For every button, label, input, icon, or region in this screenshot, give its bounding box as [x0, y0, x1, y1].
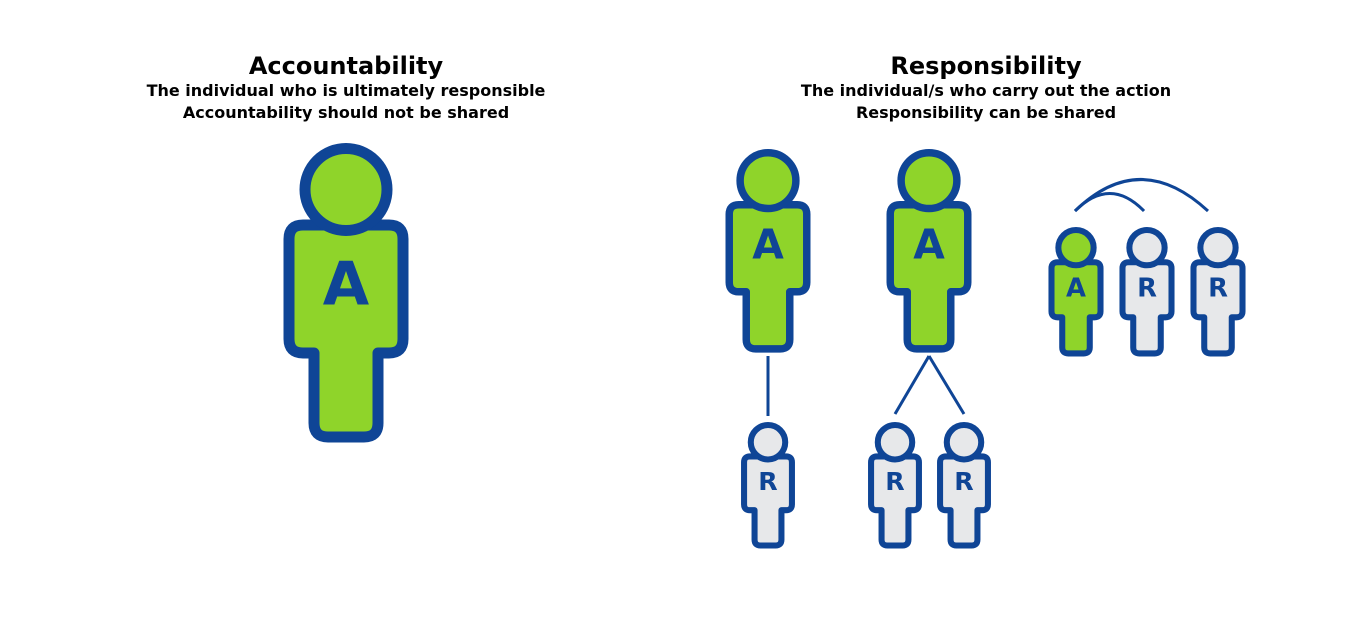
person-accountable-peer-head — [1055, 226, 1097, 269]
person-responsible-shared-1-head — [874, 421, 916, 463]
person-accountable-peer-letter: A — [1066, 273, 1086, 303]
accountability-desc-line2: Accountability should not be shared — [182, 103, 510, 122]
connector-a-to-r-left — [893, 355, 931, 415]
person-responsible-peer-2: R — [1190, 226, 1246, 357]
person-accountable-single-letter: A — [752, 221, 784, 269]
person-responsible-single-head — [747, 421, 789, 463]
responsibility-desc-line2: Responsibility can be shared — [855, 103, 1117, 122]
person-responsible-peer-2-letter: R — [1208, 273, 1228, 303]
responsibility-heading: Responsibility The individual/s who carr… — [736, 52, 1236, 124]
person-responsible-shared-1-body — [868, 453, 922, 549]
person-responsible-shared-1: R — [868, 421, 922, 549]
person-responsible-peer-1-body — [1119, 259, 1175, 357]
person-accountable-shared-head — [897, 148, 961, 213]
connector-arc-long — [1073, 178, 1210, 213]
accountability-title: Accountability — [248, 52, 444, 80]
person-accountable-shared-body — [886, 201, 972, 353]
accountability-heading: Accountability The individual who is ult… — [96, 52, 596, 124]
person-responsible-single: R — [741, 421, 795, 549]
person-accountable-shared-letter: A — [913, 221, 945, 269]
person-accountable-shared: A — [886, 148, 972, 353]
person-accountable-main-head — [299, 143, 393, 236]
person-accountable-single: A — [725, 148, 811, 353]
person-responsible-peer-1: R — [1119, 226, 1175, 357]
figures: A A A R R R A R R — [283, 143, 1246, 549]
accountability-desc-line1: The individual who is ultimately respons… — [146, 81, 546, 100]
responsibility-title: Responsibility — [890, 52, 1082, 80]
person-responsible-peer-2-body — [1190, 259, 1246, 357]
person-accountable-main-body — [283, 219, 409, 443]
person-responsible-shared-1-letter: R — [885, 467, 904, 496]
person-accountable-main: A — [283, 143, 409, 443]
person-responsible-shared-2-body — [937, 453, 991, 549]
person-responsible-peer-1-head — [1126, 226, 1168, 269]
person-accountable-main-letter: A — [323, 249, 370, 319]
connector-a-to-r-right — [927, 355, 966, 415]
responsibility-desc-line1: The individual/s who carry out the actio… — [800, 81, 1172, 100]
person-accountable-single-body — [725, 201, 811, 353]
person-accountable-peer-body — [1048, 259, 1104, 357]
person-responsible-peer-1-letter: R — [1137, 273, 1157, 303]
person-responsible-shared-2-letter: R — [954, 467, 973, 496]
person-responsible-single-letter: R — [758, 467, 777, 496]
person-responsible-shared-2-head — [943, 421, 985, 463]
person-accountable-single-head — [736, 148, 800, 213]
person-responsible-single-body — [741, 453, 795, 549]
person-responsible-peer-2-head — [1197, 226, 1239, 269]
connector-lines — [766, 178, 1210, 416]
person-accountable-peer: A — [1048, 226, 1104, 357]
person-responsible-shared-2: R — [937, 421, 991, 549]
